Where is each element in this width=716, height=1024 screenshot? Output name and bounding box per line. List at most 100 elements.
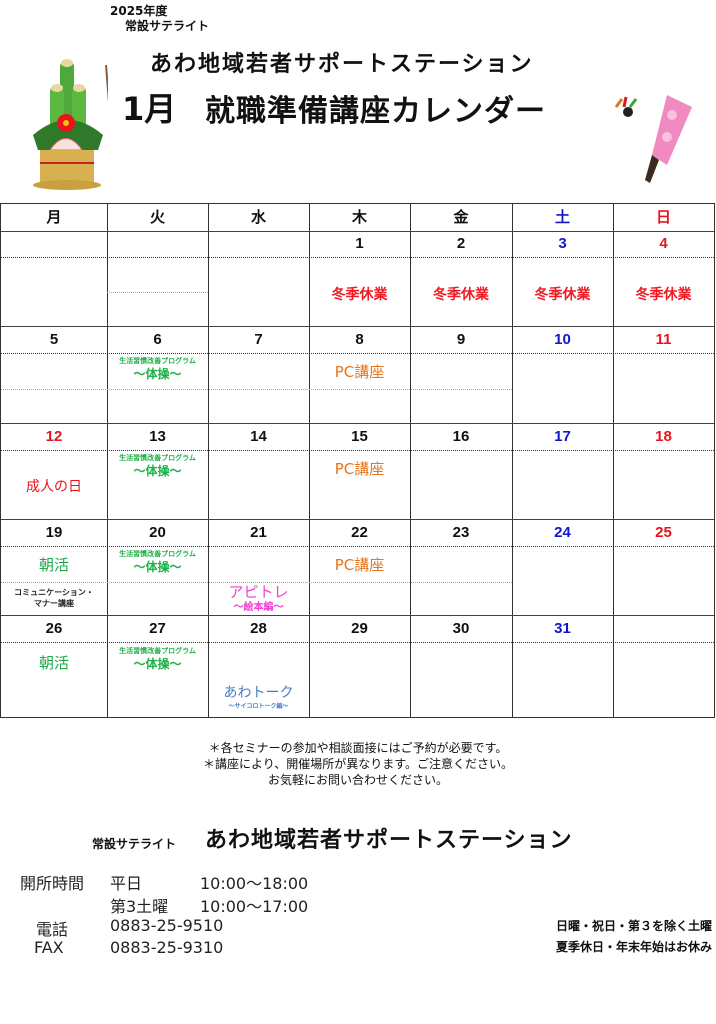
closed-days-line2: 夏季休日・年末年始はお休み bbox=[555, 940, 712, 954]
date-27: 27 bbox=[149, 620, 166, 637]
date-25: 25 bbox=[655, 524, 672, 541]
date-8: 8 bbox=[355, 331, 364, 348]
event-dice-talk: 〜サイコロトーク編〜 bbox=[228, 703, 289, 710]
event-morning-activity: 朝活 bbox=[38, 556, 69, 574]
date-separator bbox=[1, 353, 714, 354]
event-morning-activity: 朝活 bbox=[38, 654, 69, 672]
event-picture-book: 〜絵本編〜 bbox=[233, 602, 284, 613]
event-winter-break: 冬季休業 bbox=[433, 287, 489, 303]
date-separator bbox=[1, 257, 714, 258]
date-5: 5 bbox=[49, 331, 59, 348]
column-divider bbox=[512, 204, 513, 717]
date-17: 17 bbox=[554, 428, 571, 445]
weekday-hours: 10:00〜18:00 bbox=[200, 874, 309, 893]
kadomatsu-icon bbox=[33, 59, 108, 190]
weekday-header-thu: 木 bbox=[351, 208, 367, 226]
saturday-hours: 10:00〜17:00 bbox=[200, 897, 309, 916]
hours-label: 開所時間 bbox=[20, 874, 85, 893]
event-lifestyle-program: 生活習慣改善プログラム bbox=[119, 647, 196, 655]
event-pc-course: PC講座 bbox=[334, 460, 385, 478]
date-16: 16 bbox=[452, 428, 470, 445]
weekday-header-tue: 火 bbox=[149, 208, 165, 226]
date-30: 30 bbox=[452, 620, 470, 637]
weekday-header-fri: 金 bbox=[453, 208, 469, 226]
weekday-header-mon: 月 bbox=[46, 208, 62, 226]
event-pc-course: PC講座 bbox=[334, 363, 385, 381]
event-coming-of-age-day: 成人の日 bbox=[26, 479, 82, 495]
date-19: 19 bbox=[45, 524, 63, 541]
date-10: 10 bbox=[554, 331, 571, 348]
column-divider bbox=[208, 204, 209, 717]
column-divider bbox=[309, 204, 310, 717]
date-12: 12 bbox=[45, 428, 63, 445]
date-1: 1 bbox=[355, 235, 364, 252]
weekday-header-wed: 水 bbox=[250, 208, 266, 226]
event-awa-talk: あわトーク bbox=[223, 685, 294, 701]
weekday-header-sat: 土 bbox=[554, 208, 570, 226]
event-winter-break: 冬季休業 bbox=[331, 287, 388, 303]
date-21: 21 bbox=[250, 524, 267, 541]
date-24: 24 bbox=[554, 524, 571, 541]
date-15: 15 bbox=[351, 428, 368, 445]
month-label: 1月 bbox=[122, 90, 177, 128]
slot-separator bbox=[1, 389, 512, 390]
date-31: 31 bbox=[554, 620, 571, 637]
organization-name: あわ地域若者サポートステーション bbox=[150, 52, 534, 77]
date-3: 3 bbox=[558, 235, 567, 252]
row-divider bbox=[1, 615, 714, 616]
row-divider bbox=[1, 519, 714, 520]
closed-days-line1: 日曜・祝日・第３を除く土曜 bbox=[555, 919, 712, 933]
note-reservation: ＊各セミナーの参加や相談面接にはご予約が必要です。 bbox=[208, 741, 508, 755]
event-winter-break: 冬季休業 bbox=[635, 287, 692, 303]
event-winter-break: 冬季休業 bbox=[534, 287, 591, 303]
phone-label: 電話 bbox=[36, 920, 69, 939]
weekday-label: 平日 bbox=[110, 874, 143, 893]
event-exercise: 〜体操〜 bbox=[133, 560, 182, 574]
note-venue: ＊講座により、開催場所が異なります。ご注意ください。 bbox=[202, 757, 514, 771]
date-23: 23 bbox=[452, 524, 470, 541]
event-exercise: 〜体操〜 bbox=[133, 464, 182, 478]
row-divider bbox=[1, 231, 714, 232]
date-26: 26 bbox=[45, 620, 63, 637]
column-divider bbox=[107, 204, 108, 717]
event-communication-line2: マナー講座 bbox=[34, 599, 74, 608]
date-separator bbox=[1, 642, 714, 643]
event-exercise: 〜体操〜 bbox=[133, 657, 182, 671]
event-communication-line1: コミュニケーション・ bbox=[14, 588, 94, 597]
event-pc-course: PC講座 bbox=[334, 556, 385, 574]
row-divider bbox=[1, 423, 714, 424]
hagoita-icon bbox=[614, 95, 692, 183]
kadomatsu-illustration bbox=[33, 59, 108, 190]
row-divider bbox=[1, 326, 714, 327]
event-lifestyle-program: 生活習慣改善プログラム bbox=[119, 357, 196, 365]
date-20: 20 bbox=[149, 524, 166, 541]
calendar-grid: 月 火 水 木 金 土 日 1 2 3 4 冬季休業 冬季休業 冬季休業 冬季休… bbox=[0, 203, 715, 718]
footer-organization-name: あわ地域若者サポートステーション bbox=[205, 828, 573, 853]
phone-number[interactable]: 0883-25-9510 bbox=[110, 916, 224, 935]
column-divider bbox=[613, 204, 614, 717]
fax-label: FAX bbox=[34, 938, 64, 957]
event-exercise: 〜体操〜 bbox=[133, 367, 182, 381]
date-separator bbox=[1, 450, 714, 451]
event-lifestyle-program: 生活習慣改善プログラム bbox=[119, 454, 196, 462]
page-title: 就職準備講座カレンダー bbox=[205, 94, 546, 129]
date-7: 7 bbox=[254, 331, 263, 348]
event-lifestyle-program: 生活習慣改善プログラム bbox=[119, 550, 196, 558]
date-13: 13 bbox=[149, 428, 166, 445]
date-29: 29 bbox=[351, 620, 368, 637]
satellite-label: 常設サテライト bbox=[125, 19, 210, 33]
date-4: 4 bbox=[659, 235, 668, 252]
fax-number: 0883-25-9310 bbox=[110, 938, 224, 957]
date-14: 14 bbox=[250, 428, 267, 445]
column-divider bbox=[410, 204, 411, 717]
fiscal-year: 2025年度 bbox=[110, 4, 168, 18]
date-22: 22 bbox=[351, 524, 368, 541]
date-28: 28 bbox=[250, 620, 267, 637]
date-6: 6 bbox=[153, 331, 162, 348]
slot-separator bbox=[1, 582, 512, 583]
date-18: 18 bbox=[655, 428, 672, 445]
hagoita-illustration bbox=[614, 95, 692, 183]
note-contact: お気軽にお問い合わせください。 bbox=[267, 773, 448, 787]
saturday-label: 第3土曜 bbox=[110, 897, 169, 916]
date-2: 2 bbox=[456, 235, 466, 252]
